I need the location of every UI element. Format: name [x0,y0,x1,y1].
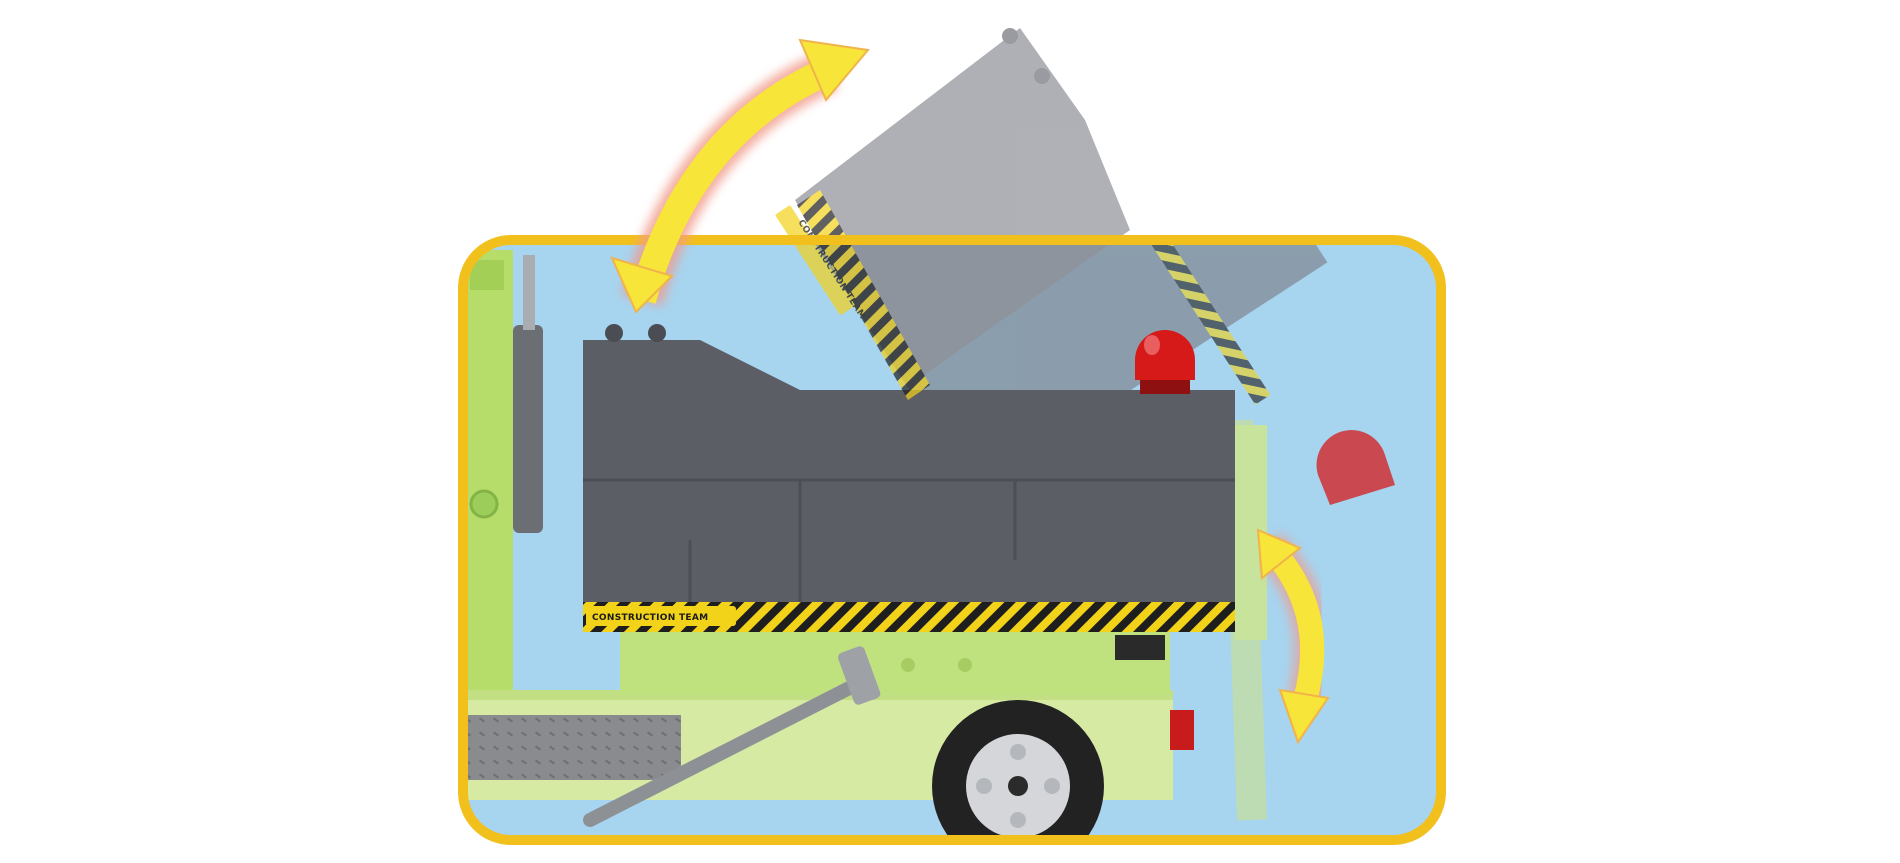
ghost-beacon [1316,430,1395,505]
bed-lowered: CONSTRUCTION TEAM [583,324,1255,632]
cab-stud [469,489,499,519]
rear-light [1170,710,1194,750]
tread-plate [463,715,681,780]
warning-beacon-icon [1135,330,1195,394]
curved-double-arrow-icon [610,38,870,314]
bed-decal-label: CONSTRUCTION TEAM [592,613,708,623]
hydraulic-piston [583,673,872,827]
cab-body [463,250,513,710]
frame-border [458,235,1446,845]
curved-double-arrow-icon-lower [1254,528,1331,745]
exhaust-pipe [513,325,543,533]
